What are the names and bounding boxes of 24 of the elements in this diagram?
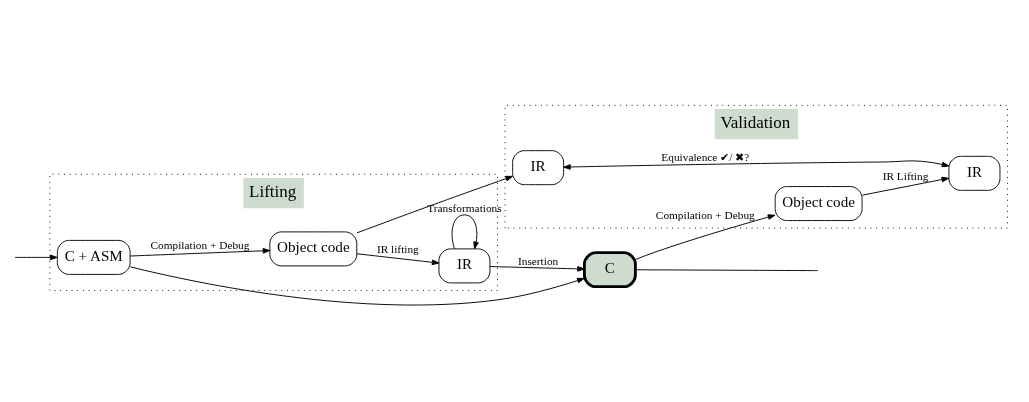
edge-label: Equivalence ✔/ ✖? — [661, 150, 750, 163]
arrow — [489, 265, 585, 272]
arrow — [861, 176, 950, 196]
edge-label: Insertion — [517, 254, 559, 267]
node-box: IR — [512, 149, 565, 185]
arrow — [14, 254, 58, 260]
arrow — [129, 247, 271, 256]
arrow — [634, 213, 776, 260]
edge-label: Compilation + Debug — [150, 238, 250, 251]
arrow — [356, 252, 440, 265]
edge-label: Compilation + Debug — [655, 208, 755, 221]
node-box: C — [582, 250, 637, 288]
arrow — [356, 175, 513, 233]
node-box: C + ASM — [56, 239, 131, 275]
arrow — [129, 265, 585, 305]
arrow — [451, 213, 479, 249]
node-box: IR — [438, 247, 491, 283]
node-box: IR — [948, 155, 1001, 191]
node-box: Object code — [774, 185, 863, 221]
connector — [635, 268, 819, 271]
arrow — [563, 159, 950, 170]
node-box: Object code — [269, 230, 358, 266]
edge-label: IR Lifting — [882, 169, 929, 182]
edge-label: IR lifting — [376, 242, 419, 255]
